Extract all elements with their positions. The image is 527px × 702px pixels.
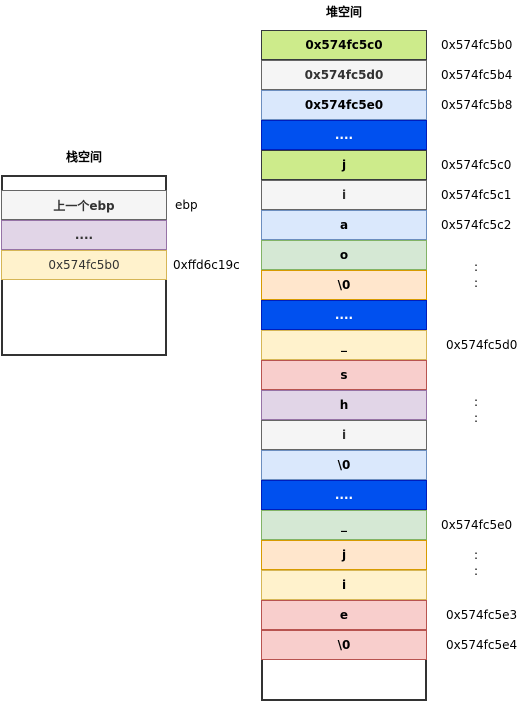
heap-cell: e <box>261 600 427 630</box>
heap-cell: .... <box>261 120 427 150</box>
heap-cell: s <box>261 360 427 390</box>
heap-address-label: 0x574fc5b0 <box>441 38 513 52</box>
heap-address-label: 0x574fc5e0 <box>441 518 513 532</box>
heap-cell: a <box>261 210 427 240</box>
heap-cell: _ <box>261 510 427 540</box>
heap-cell: _ <box>261 330 427 360</box>
heap-cell: 0x574fc5e0 <box>261 90 427 120</box>
heap-cell: i <box>261 420 427 450</box>
stack-cell: 上一个ebp <box>1 190 167 220</box>
stack-address-label: 0xffd6c19c <box>173 258 240 272</box>
heap-address-label: 0x574fc5c2 <box>441 218 512 232</box>
heap-cell: \0 <box>261 630 427 660</box>
heap-cell: 0x574fc5d0 <box>261 60 427 90</box>
heap-address-label: 0x574fc5b8 <box>441 98 513 112</box>
heap-address-label: 0x574fc5c0 <box>441 158 512 172</box>
vertical-ellipsis: : <box>473 548 479 562</box>
stack-address-label: ebp <box>175 198 198 212</box>
heap-cell: i <box>261 180 427 210</box>
heap-cell: 0x574fc5c0 <box>261 30 427 60</box>
vertical-ellipsis: : <box>473 260 479 274</box>
heap-cell: j <box>261 150 427 180</box>
heap-address-label: 0x574fc5d0 <box>446 338 518 352</box>
stack-title: 栈空间 <box>65 150 102 164</box>
heap-address-label: 0x574fc5c1 <box>441 188 512 202</box>
stack-cell: .... <box>1 220 167 250</box>
stack-cell: 0x574fc5b0 <box>1 250 167 280</box>
heap-cell: h <box>261 390 427 420</box>
heap-cell: .... <box>261 480 427 510</box>
heap-address-label: 0x574fc5e4 <box>446 638 518 652</box>
heap-cell: i <box>261 570 427 600</box>
heap-cell: o <box>261 240 427 270</box>
heap-address-label: 0x574fc5e3 <box>446 608 518 622</box>
heap-cell: \0 <box>261 270 427 300</box>
heap-address-label: 0x574fc5b4 <box>441 68 513 82</box>
vertical-ellipsis: : <box>473 411 479 425</box>
vertical-ellipsis: : <box>473 564 479 578</box>
vertical-ellipsis: : <box>473 276 479 290</box>
heap-cell: j <box>261 540 427 570</box>
heap-title: 堆空间 <box>325 5 362 19</box>
vertical-ellipsis: : <box>473 395 479 409</box>
heap-cell: .... <box>261 300 427 330</box>
heap-cell: \0 <box>261 450 427 480</box>
